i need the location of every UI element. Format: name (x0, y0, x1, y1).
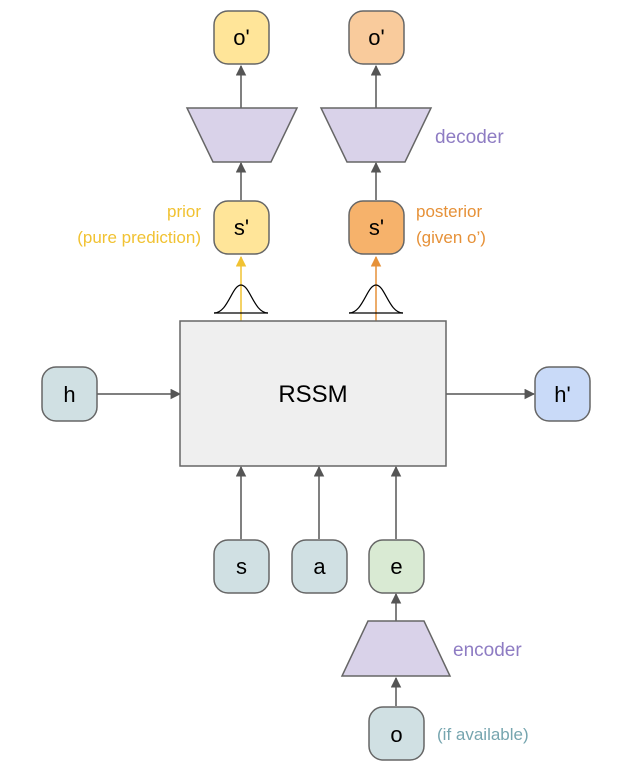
prior-label: prior (167, 202, 201, 221)
svg-text:o': o' (233, 25, 249, 50)
svg-text:h': h' (554, 382, 570, 407)
svg-text:o': o' (368, 25, 384, 50)
node-o-prime-prior: o' (213, 10, 270, 65)
svg-text:e: e (390, 554, 402, 579)
encoder-label: encoder (453, 640, 522, 661)
decoder-label: decoder (435, 127, 504, 148)
decoder-posterior-trapezoid (319, 107, 433, 163)
rssm-block: RSSM (179, 320, 447, 467)
node-h: h (41, 366, 98, 422)
posterior-sublabel: (given o’) (416, 228, 486, 247)
node-h-prime: h' (534, 366, 591, 422)
posterior-distribution-icon (348, 284, 404, 314)
decoder-prior-trapezoid (185, 107, 299, 163)
node-s-prime-posterior: s' (348, 200, 405, 255)
node-o-prime-posterior: o' (348, 10, 405, 65)
connections (97, 64, 536, 706)
rssm-label: RSSM (278, 381, 347, 408)
if-available-label: (if available) (437, 725, 529, 744)
node-s-prime-prior: s' (213, 200, 270, 255)
svg-text:a: a (313, 554, 326, 579)
node-e: e (368, 539, 425, 594)
svg-text:s: s (236, 554, 247, 579)
svg-text:o: o (390, 722, 402, 747)
node-s: s (213, 539, 270, 594)
svg-text:h: h (63, 382, 75, 407)
encoder-trapezoid (340, 620, 452, 677)
svg-text:s': s' (369, 215, 384, 240)
prior-distribution-icon (213, 284, 269, 314)
node-o: o (368, 706, 425, 761)
posterior-label: posterior (416, 202, 482, 221)
svg-text:s': s' (234, 215, 249, 240)
node-a: a (291, 539, 348, 594)
prior-sublabel: (pure prediction) (77, 228, 201, 247)
